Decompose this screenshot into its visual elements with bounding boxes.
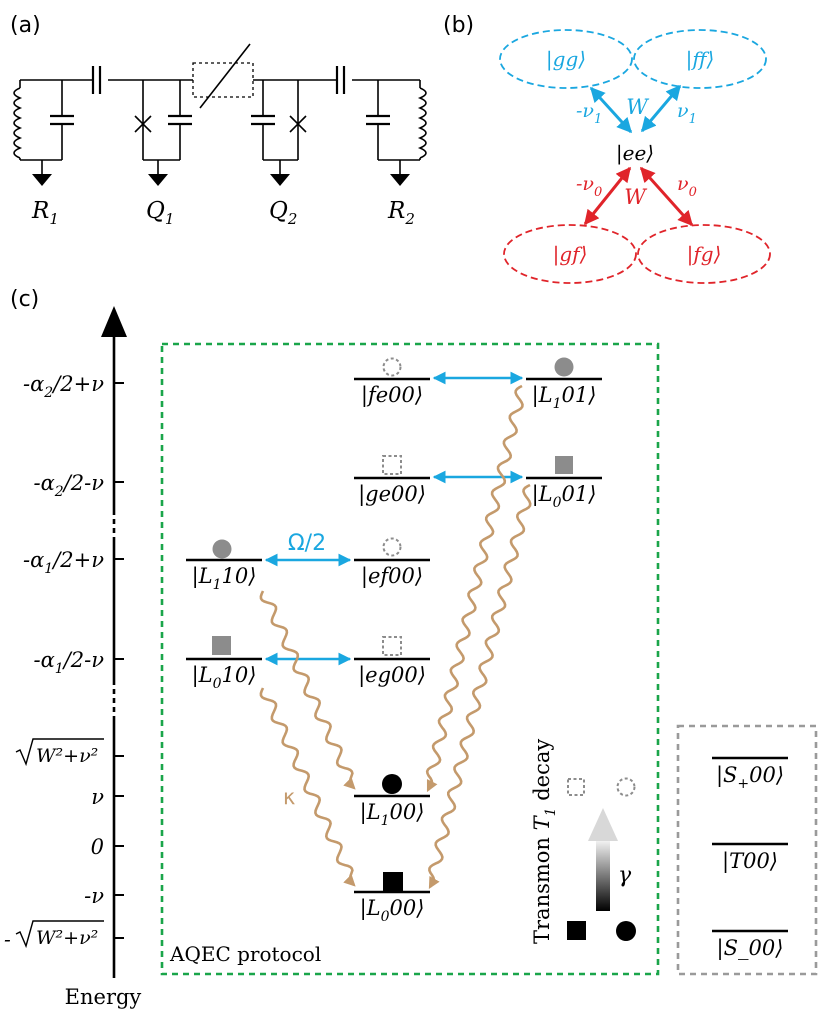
dashed-circle-icon <box>616 777 636 797</box>
radical-sign-icon <box>15 920 104 949</box>
drive-label-omega: Ω/2 <box>288 531 326 556</box>
minus-sign: - <box>4 927 11 951</box>
state-oval-fg <box>637 224 771 284</box>
tick-label-minus-nu: -ν <box>84 884 104 908</box>
radical-content: W²+ν² <box>36 927 98 949</box>
tick-label-a2-plus: -α2/2+ν <box>23 372 104 401</box>
circuit-diagram <box>13 43 427 174</box>
dashed-circle-icon <box>382 537 402 557</box>
state-ee: |ee⟩ <box>616 141 654 166</box>
filled-circle-icon <box>212 539 232 559</box>
decay-label-kappa: κ <box>283 785 295 809</box>
gamma-label: γ <box>618 863 632 888</box>
ground-icon <box>390 174 410 186</box>
dashed-square-icon <box>382 636 402 656</box>
gamma-arrow-shaft <box>596 837 610 911</box>
label-Q2: Q2 <box>269 198 297 228</box>
decay-arrow-L0-10-to-L0-00 <box>259 687 356 887</box>
level-label-L0-10: |L010⟩ <box>192 663 257 692</box>
side-states-box <box>676 724 818 976</box>
coupling-W-bottom: W <box>624 185 648 209</box>
level-markers <box>212 357 574 892</box>
ground-icon <box>270 174 290 186</box>
filled-circle-icon <box>616 921 636 941</box>
drive-arrows <box>264 371 524 666</box>
detuning-minus-nu1: -ν1 <box>576 100 602 127</box>
decay-arrow-L1-10-to-L1-00 <box>259 590 356 790</box>
detuning-nu0: ν0 <box>677 173 697 200</box>
energy-levels <box>186 377 602 894</box>
state-ff: |ff⟩ <box>686 47 715 72</box>
arrow-gg-ee <box>589 86 633 134</box>
gamma-arrow-head-icon <box>588 808 618 841</box>
transmon-decay-label: Transmon T1 decay <box>530 739 559 944</box>
panel-label-b: (b) <box>443 13 474 38</box>
state-oval-ff <box>633 29 767 89</box>
tick-label-sqrt-minus: - W²+ν² <box>4 920 104 951</box>
state-oval-gf <box>503 224 637 284</box>
side-label-Sminus: |S_00⟩ <box>717 936 784 961</box>
level-label-L0-00: |L000⟩ <box>360 896 425 925</box>
level-label-fe00: |fe00⟩ <box>361 383 423 408</box>
state-gf: |gf⟩ <box>553 242 588 267</box>
panel-label-c: (c) <box>10 287 39 312</box>
aqec-protocol-label: AQEC protocol <box>169 942 321 966</box>
level-label-ef00: |ef00⟩ <box>361 564 423 589</box>
decay-arrow-L0-01-to-L0-00 <box>428 483 532 890</box>
dashed-square-icon <box>382 455 402 475</box>
filled-square-icon <box>555 456 573 474</box>
tick-label-a1-minus: -α1/2-ν <box>33 648 104 677</box>
filled-circle-icon <box>382 774 402 794</box>
coupling-W-top: W <box>626 95 650 119</box>
tick-label-sqrt-plus: W²+ν² <box>15 738 104 767</box>
decay-arrow-L1-01-to-L1-00 <box>425 384 524 793</box>
label-R1: R1 <box>31 198 59 228</box>
panel-label-a: (a) <box>10 13 41 38</box>
tick-label-a1-plus: -α1/2+ν <box>23 548 104 577</box>
aqec-protocol-box <box>160 342 660 976</box>
radical-content: W²+ν² <box>36 745 98 767</box>
arrow-ee-fg <box>639 166 694 227</box>
tick-label-zero: 0 <box>91 835 104 859</box>
side-label-Splus: |S+00⟩ <box>716 763 784 792</box>
radical-sign-icon <box>15 738 104 767</box>
detuning-nu1: ν1 <box>677 100 697 127</box>
state-fg: |fg⟩ <box>687 242 722 267</box>
level-label-L1-01: |L101⟩ <box>532 383 597 412</box>
filled-square-icon <box>212 636 231 655</box>
tick-label-a2-minus: -α2/2-ν <box>33 471 104 500</box>
state-gg: |gg⟩ <box>546 47 586 72</box>
filled-circle-icon <box>554 357 574 377</box>
cavity-decay-arrows <box>259 384 532 890</box>
side-levels <box>712 756 788 933</box>
arrow-ff-ee <box>640 84 682 133</box>
state-oval-gg <box>499 29 633 89</box>
arrow-ee-gf <box>583 166 632 226</box>
level-label-L1-10: |L110⟩ <box>192 564 257 593</box>
energy-axis-arrow-icon <box>101 306 127 337</box>
label-Q1: Q1 <box>146 198 174 228</box>
tick-label-nu: ν <box>91 785 104 809</box>
ground-icon <box>148 174 168 186</box>
level-label-ge00: |ge00⟩ <box>358 482 426 507</box>
side-label-T: |T00⟩ <box>722 849 778 874</box>
label-R2: R2 <box>387 198 415 228</box>
level-label-L1-00: |L100⟩ <box>360 800 425 829</box>
filled-square-icon <box>383 872 403 892</box>
ground-icon <box>32 174 52 186</box>
dashed-square-icon <box>567 778 585 796</box>
axis-ticks <box>114 382 124 939</box>
axis-label-energy: Energy <box>65 985 142 1009</box>
panel-b-diagram: |gg⟩ |ff⟩ |gf⟩ |fg⟩ |ee⟩ W W -ν1 ν1 -ν0 … <box>499 29 771 284</box>
level-label-eg00: |eg00⟩ <box>358 663 426 688</box>
filled-square-icon <box>567 921 586 940</box>
detuning-minus-nu0: -ν0 <box>576 173 602 200</box>
ground-symbols <box>32 174 410 186</box>
level-label-L0-01: |L001⟩ <box>532 482 597 511</box>
dashed-circle-icon <box>382 357 402 377</box>
